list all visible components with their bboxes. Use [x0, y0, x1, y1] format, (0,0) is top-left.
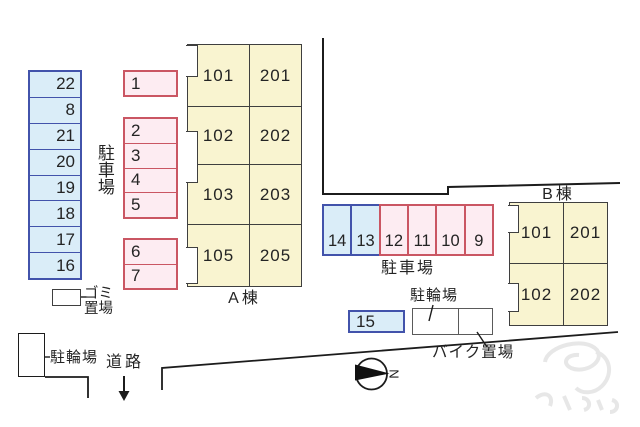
bike-storage-stall — [458, 309, 492, 334]
compass-north-letter: N — [387, 369, 402, 378]
entrance-notch — [186, 131, 198, 183]
parking-space: 21 — [30, 122, 80, 149]
parking-space: 16 — [30, 252, 80, 278]
parking-space: 9 — [463, 204, 494, 256]
parking-space: 4 — [125, 167, 176, 193]
entrance-notch — [186, 45, 198, 77]
building-b-label: B棟 — [542, 186, 575, 203]
parking-space: 6 — [131, 241, 141, 261]
parking-space: 17 — [30, 226, 80, 252]
parking-space: 14 — [322, 204, 353, 256]
site-boundary-bottom-left — [45, 376, 89, 398]
garbage-label: ゴミ — [84, 286, 113, 302]
road-arrow-icon — [118, 376, 130, 401]
room-b-102: 102 — [510, 263, 563, 325]
room-b-202: 202 — [563, 263, 607, 325]
bicycle-middle-label: 駐輪場 — [410, 287, 459, 304]
bike-storage-label: バイク置場 — [432, 344, 515, 361]
room-a-203: 203 — [249, 164, 301, 224]
parking-pink-group-3: 6 7 — [123, 238, 178, 290]
parking-space-15: 15 — [348, 310, 405, 333]
parking-pink-group-2: 2 3 4 5 — [123, 117, 178, 219]
parking-pink-group-1: 1 — [123, 70, 178, 97]
parking-space: 7 — [125, 263, 176, 289]
site-boundary-top — [322, 38, 621, 195]
bicycle-left-label: 駐輪場 — [50, 349, 99, 366]
room-a-102: 102 — [188, 106, 249, 164]
parking-left-column: 22 8 21 20 19 18 17 16 — [28, 70, 82, 280]
entrance-notch — [508, 205, 519, 233]
parking-space: 2 — [131, 120, 141, 140]
parking-space: 8 — [30, 96, 80, 123]
room-a-205: 205 — [249, 224, 301, 286]
parking-space: 18 — [30, 200, 80, 226]
parking-middle-row: 14 13 12 11 10 9 — [322, 204, 494, 256]
parking-space: 20 — [30, 148, 80, 175]
parking-space: 3 — [125, 142, 176, 168]
parking-space: 11 — [406, 204, 438, 256]
garbage-label: 置場 — [84, 301, 113, 318]
entrance-notch — [508, 283, 519, 312]
garbage-area-rect — [52, 289, 81, 306]
room-b-101: 101 — [520, 223, 553, 242]
parking-space: 13 — [350, 204, 381, 256]
room-a-105: 105 — [188, 224, 249, 286]
parking-space: 12 — [378, 204, 409, 256]
site-boundary-diagonal — [161, 331, 619, 390]
room-a-202: 202 — [249, 106, 301, 164]
entrance-notch — [186, 247, 198, 284]
parking-space: 10 — [435, 204, 466, 256]
building-a: 101 201 102 202 103 203 105 205 — [187, 44, 302, 287]
watermark — [534, 341, 619, 414]
north-compass-icon: N — [355, 357, 402, 391]
room-a-103: 103 — [188, 164, 249, 224]
building-a-label: A棟 — [228, 290, 261, 307]
room-a-101: 101 — [202, 65, 235, 85]
building-b: 101 201 102 202 — [509, 202, 608, 326]
bicycle-left-rect — [18, 333, 45, 377]
parking-space: 22 — [56, 74, 75, 94]
parking-left-label: 駐車場 — [94, 144, 114, 195]
road-label: 道路 — [106, 354, 145, 371]
bike-storage-rect — [412, 308, 493, 335]
room-b-201: 201 — [563, 203, 607, 263]
parking-space: 5 — [125, 192, 176, 217]
parking-middle-label: 駐車場 — [380, 260, 435, 277]
parking-space: 1 — [131, 73, 141, 93]
parking-space: 19 — [30, 174, 80, 201]
bike-storage-stall — [413, 309, 458, 334]
room-a-201: 201 — [249, 45, 301, 106]
